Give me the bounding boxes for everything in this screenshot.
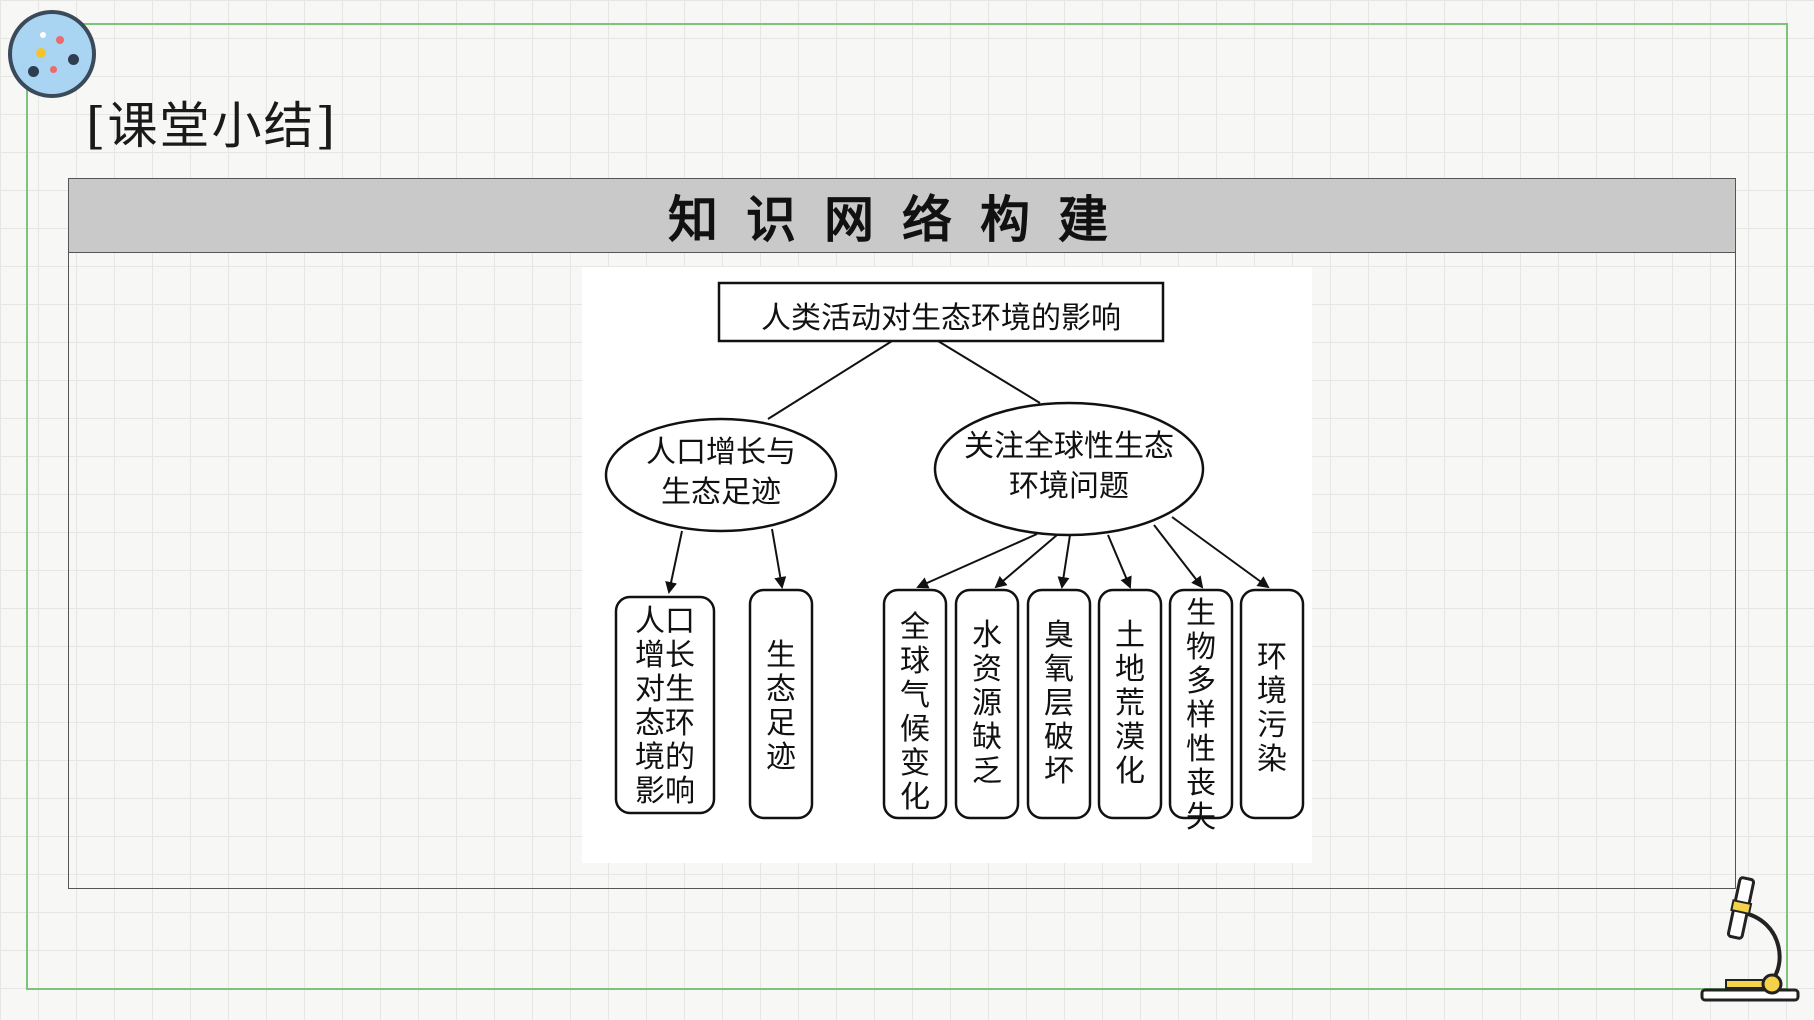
right-child-label-5: 生物多样性丧失 xyxy=(1186,596,1216,835)
concept-map-lines xyxy=(604,281,1305,820)
edge-right-5 xyxy=(1153,524,1204,589)
right-child-box-1 xyxy=(882,588,948,820)
left-child-label-2: 生态足迹 xyxy=(766,638,796,775)
left-node-label: 人口增长与生态足迹 xyxy=(646,435,796,510)
section-heading: [课堂小结] xyxy=(86,97,338,155)
left-child-label-1: 人口增长对生态环境的影响 xyxy=(635,604,695,809)
microscope-icon xyxy=(1700,876,1800,1002)
right-child-label-4: 土地荒漠化 xyxy=(1115,618,1145,789)
left-child-box-1 xyxy=(614,595,716,815)
right-node-label: 关注全球性生态环境问题 xyxy=(964,429,1174,504)
edge-left-1 xyxy=(665,530,683,594)
panel-title: 知识网络构建 xyxy=(668,190,1136,249)
edge-root-left xyxy=(767,340,893,420)
right-child-label-2: 水资源缺乏 xyxy=(972,618,1002,789)
right-child-label-1: 全球气候变化 xyxy=(900,610,930,815)
concept-map: 人类活动对生态环境的影响 人口增长与生态足迹 关注全球性生态环境问题 人口增长对… xyxy=(582,267,1312,863)
edge-right-2 xyxy=(994,534,1058,589)
edge-root-right xyxy=(937,340,1041,404)
panel-header: 知识网络构建 xyxy=(69,179,1735,253)
page-frame xyxy=(26,23,1788,990)
knowledge-panel: 知识网络构建 xyxy=(68,178,1736,889)
right-child-box-4 xyxy=(1097,588,1163,820)
root-node-label: 人类活动对生态环境的影响 xyxy=(761,301,1121,336)
right-child-box-3 xyxy=(1026,588,1092,820)
left-ellipse xyxy=(604,417,838,533)
right-child-label-3: 臭氧层破坏 xyxy=(1044,618,1074,789)
left-child-box-2 xyxy=(748,588,814,820)
edge-right-3 xyxy=(1057,534,1071,589)
right-child-box-2 xyxy=(954,588,1020,820)
edge-right-1 xyxy=(916,533,1038,589)
edge-right-6 xyxy=(1171,516,1270,589)
right-child-label-6: 环境污染 xyxy=(1257,640,1287,777)
dotted-badge-icon xyxy=(8,10,96,98)
right-child-box-6 xyxy=(1239,588,1305,820)
right-child-box-5 xyxy=(1168,588,1234,820)
root-box xyxy=(717,281,1165,343)
edge-right-4 xyxy=(1107,534,1132,589)
edge-left-2 xyxy=(771,528,787,589)
